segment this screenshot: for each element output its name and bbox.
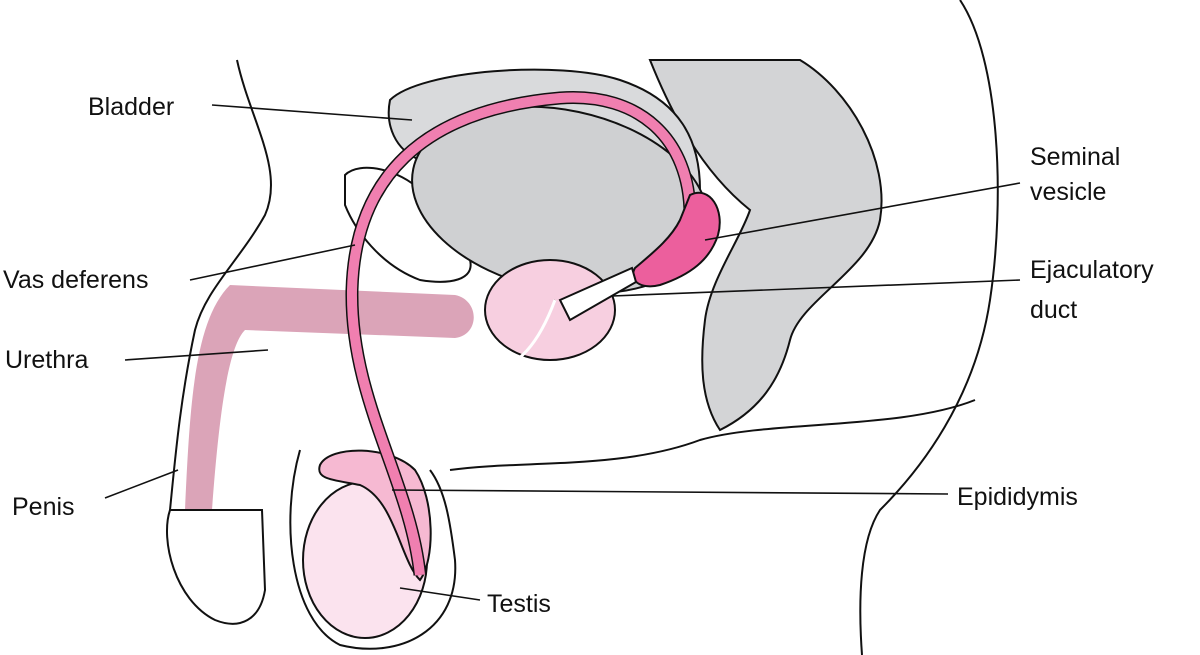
label-vas-deferens: Vas deferens <box>3 266 148 294</box>
leader-urethra <box>124 349 269 361</box>
label-penis: Penis <box>12 493 75 521</box>
label-ejaculatory-duct-2: duct <box>1030 296 1077 324</box>
label-epididymis: Epididymis <box>957 483 1078 511</box>
glans <box>166 509 267 625</box>
urethra-inner <box>233 299 557 620</box>
perineum-outline <box>449 399 976 471</box>
leader-seminal-vesicle <box>704 182 1021 241</box>
leader-penis <box>104 469 179 499</box>
body-outline-back <box>859 0 999 655</box>
rectum <box>648 59 883 432</box>
leader-epididymis <box>391 489 949 495</box>
label-bladder: Bladder <box>88 93 174 121</box>
leader-vas-deferens <box>189 244 356 281</box>
leader-testis <box>399 587 481 601</box>
seminal-vesicle <box>632 191 721 288</box>
label-testis: Testis <box>487 590 551 618</box>
leader-bladder <box>211 104 413 121</box>
label-seminal-vesicle-1: Seminal <box>1030 143 1120 171</box>
label-urethra: Urethra <box>5 346 88 374</box>
label-seminal-vesicle-2: vesicle <box>1030 178 1106 206</box>
leader-ejaculatory-duct <box>611 279 1021 297</box>
body-outline-front <box>169 59 273 511</box>
vas-deferens-fill <box>346 92 695 576</box>
label-ejaculatory-duct-1: Ejaculatory <box>1030 256 1154 284</box>
ejaculatory-duct <box>558 266 638 322</box>
corpus-cavernosum <box>185 285 474 510</box>
